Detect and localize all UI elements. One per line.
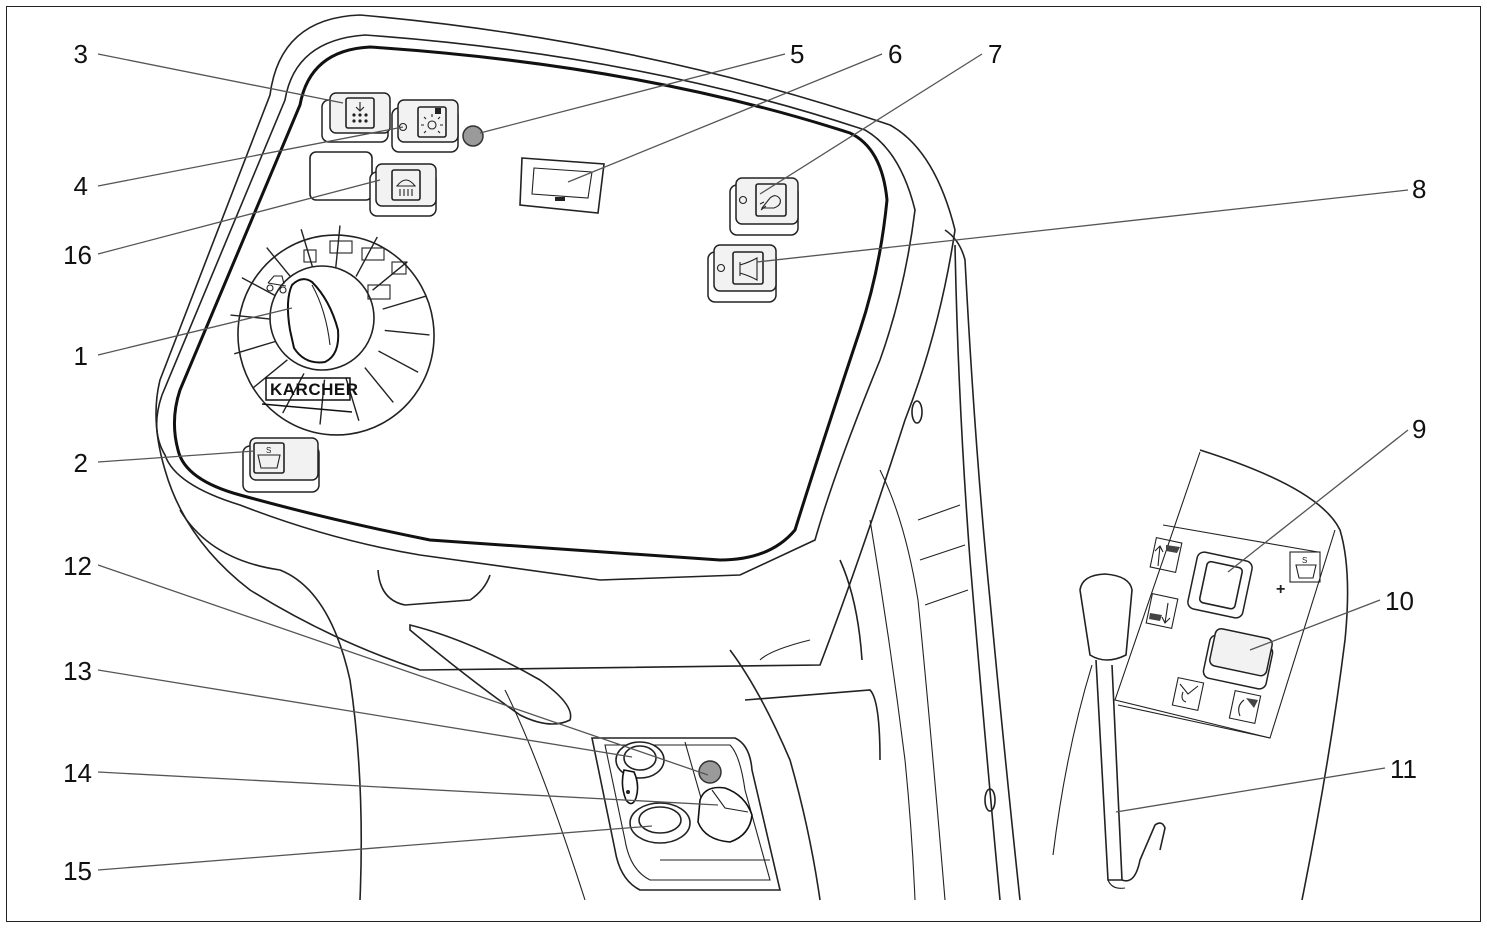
detergent-dose-icon — [352, 102, 368, 123]
button-9[interactable]: S + — [1145, 536, 1321, 630]
indicator-lamp-5 — [462, 125, 484, 147]
callout-3: 3 — [74, 39, 88, 69]
callout-12: 12 — [63, 551, 92, 581]
dial-segment-line — [378, 350, 419, 373]
console-body — [155, 14, 1021, 901]
side-control-panel — [1114, 449, 1349, 901]
shower-icon — [395, 179, 417, 196]
indicator-lamp-12 — [698, 760, 722, 784]
switch-15[interactable] — [629, 802, 691, 844]
button-10[interactable] — [1171, 627, 1274, 725]
emergency-stop-14[interactable] — [697, 786, 753, 843]
dial-segment-line — [384, 329, 430, 336]
dial-segment-line — [345, 377, 360, 421]
callout-6: 6 — [888, 39, 902, 69]
dial-segment-line — [234, 340, 278, 355]
button-blank-16[interactable] — [309, 151, 373, 201]
brush-tank-icon: S — [257, 446, 281, 469]
callout-5: 5 — [790, 39, 804, 69]
spotlight-icon — [759, 195, 781, 211]
svg-text:S: S — [266, 446, 271, 455]
brand-logo: KARCHER — [261, 377, 359, 413]
callout-14: 14 — [63, 758, 92, 788]
callout-1: 1 — [74, 341, 88, 371]
button-2[interactable]: S — [242, 437, 320, 493]
svg-text:S: S — [1302, 556, 1307, 565]
callout-labels: 3 4 16 1 2 12 13 14 15 5 6 7 8 9 10 11 — [63, 39, 1426, 886]
callout-15: 15 — [63, 856, 92, 886]
brush-tank-icon: S + — [1276, 551, 1321, 598]
dial-segment-line — [382, 295, 426, 310]
callout-11: 11 — [1390, 754, 1417, 784]
dial-segment-line — [300, 229, 315, 273]
light-icon — [421, 108, 443, 134]
button-8[interactable] — [707, 244, 777, 303]
key-icon — [621, 769, 639, 805]
callout-4: 4 — [74, 171, 88, 201]
lower-brush-icon — [1145, 592, 1179, 630]
button-7[interactable] — [729, 177, 799, 236]
key-switch-13[interactable] — [615, 741, 665, 805]
lever-icon[interactable] — [1052, 573, 1166, 889]
callout-8: 8 — [1412, 174, 1426, 204]
button-3[interactable] — [321, 92, 391, 143]
tilt-right-icon — [1228, 689, 1262, 725]
dial-segment-line — [252, 359, 288, 389]
brand-text: KARCHER — [270, 380, 359, 399]
vehicle-icon — [266, 275, 287, 294]
dial-segment-line — [319, 379, 326, 425]
button-spray[interactable] — [369, 163, 437, 217]
dial-segment-line — [364, 367, 394, 403]
callout-16: 16 — [63, 240, 92, 270]
horn-icon — [739, 257, 758, 281]
dial-segment-line — [355, 236, 378, 277]
dial-segment-line — [334, 225, 341, 271]
callout-7: 7 — [988, 39, 1002, 69]
callout-9: 9 — [1412, 414, 1426, 444]
callout-13: 13 — [63, 656, 92, 686]
svg-text:+: + — [1276, 581, 1285, 598]
raise-brush-icon — [1149, 536, 1183, 574]
rotary-knob-icon[interactable]: KARCHER — [225, 222, 447, 447]
diagram-frame — [6, 6, 1481, 922]
callout-2: 2 — [74, 448, 88, 478]
tilt-left-icon — [1171, 676, 1205, 712]
button-4[interactable] — [391, 99, 459, 153]
callout-10: 10 — [1385, 586, 1414, 616]
leader-lines — [97, 53, 1409, 871]
display-6 — [519, 157, 605, 214]
